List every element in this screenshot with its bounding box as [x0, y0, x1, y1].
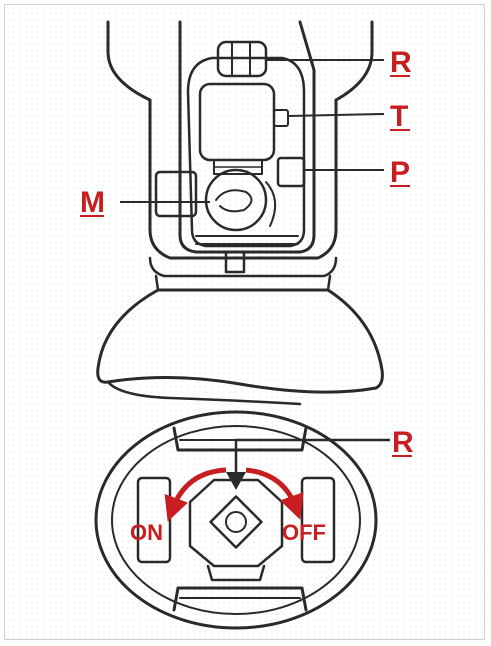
curved-arrow-right-icon [245, 467, 304, 520]
block-m [154, 170, 198, 218]
square-stem [209, 495, 263, 549]
label-p: P [390, 156, 410, 189]
leader-lines-bottom [234, 438, 390, 484]
stem-pointer-arrow [226, 472, 246, 490]
diagram-frame [4, 4, 485, 640]
label-t: T [390, 100, 408, 133]
label-off: OFF [282, 520, 326, 545]
label-m: M [80, 186, 105, 219]
inner-wall [178, 20, 316, 254]
housing-bowl [96, 288, 384, 394]
housing-ellipse [94, 410, 378, 630]
curved-arrow-left-icon [164, 467, 227, 522]
collar [148, 256, 338, 278]
label-on: ON [130, 520, 163, 545]
cylinder [198, 82, 276, 162]
leader-lines-top [120, 59, 385, 203]
side-view [96, 20, 384, 406]
cam-disc [204, 168, 268, 232]
label-r-bottom: R [392, 426, 414, 459]
center-octagon [188, 478, 284, 568]
block-p [276, 156, 306, 188]
bottom-lug [172, 586, 308, 612]
pin-t [273, 109, 289, 127]
label-r-top: R [390, 46, 412, 79]
label-underlines-top [80, 75, 410, 217]
